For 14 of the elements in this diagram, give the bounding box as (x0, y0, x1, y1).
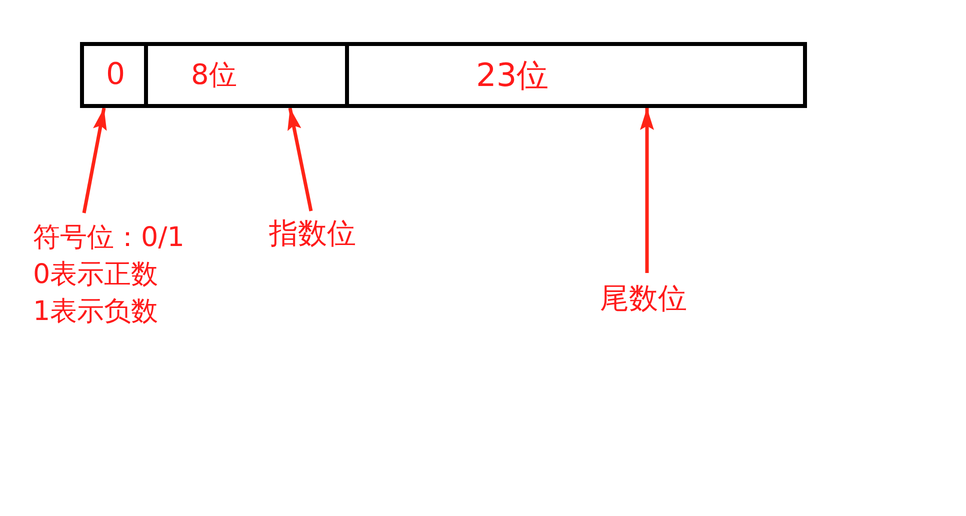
bit-field-box (349, 42, 807, 108)
annotation-text: 符号位：0/1 (33, 221, 184, 255)
bit-width-text: 8位 (191, 58, 237, 92)
arrow (82, 108, 107, 214)
bit-width-text: 23位 (476, 56, 549, 94)
bit-field-box (148, 42, 349, 108)
annotation-text: 0表示正数 (33, 258, 158, 292)
arrow (640, 108, 654, 273)
arrow (288, 108, 313, 212)
annotation-text: 指数位 (269, 214, 356, 252)
bit-width-text: 0 (106, 58, 126, 92)
annotation-text: 尾数位 (600, 279, 687, 317)
annotation-text: 1表示负数 (33, 295, 158, 329)
bit-field-box (80, 42, 148, 108)
